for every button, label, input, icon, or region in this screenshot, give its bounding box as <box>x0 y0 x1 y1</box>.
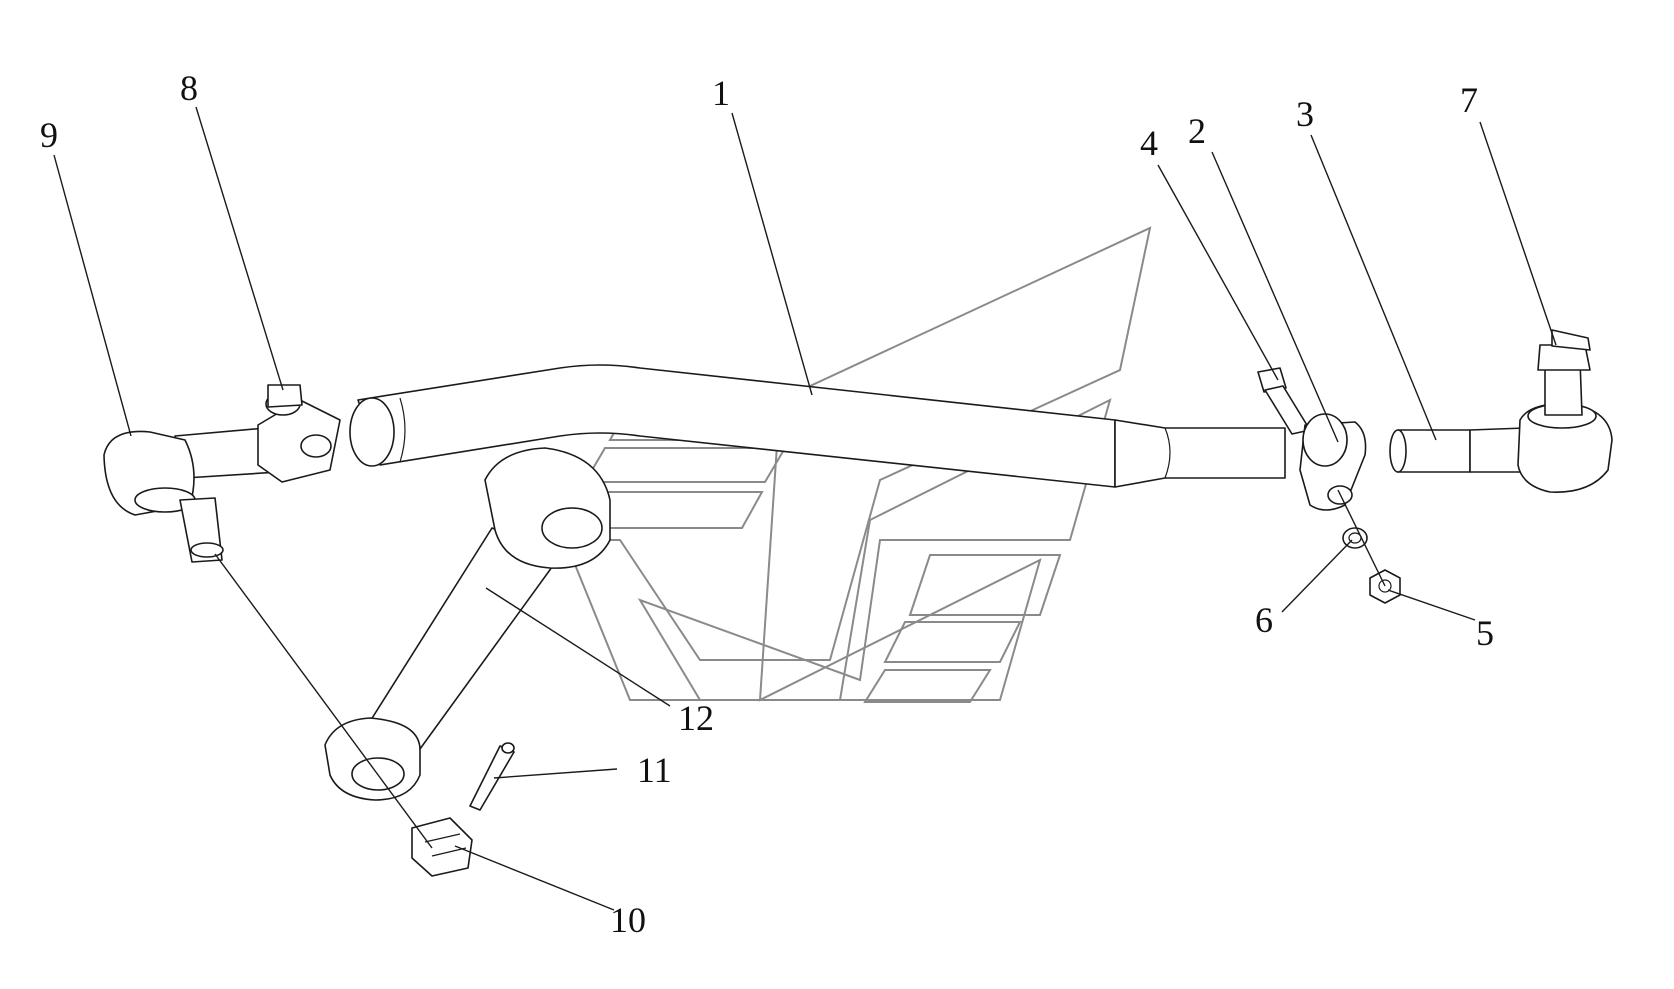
leader-10 <box>454 845 615 911</box>
callout-10: 10 <box>610 900 646 940</box>
leader-lines <box>53 106 1557 911</box>
logo-watermark <box>558 226 1152 703</box>
callout-2: 2 <box>1188 111 1206 151</box>
callout-12: 12 <box>678 698 714 738</box>
leader-11 <box>493 768 618 779</box>
leader-6 <box>1281 539 1353 613</box>
leader-8 <box>195 106 284 391</box>
tie-rod-tube <box>349 364 1286 488</box>
callouts: 1 2 3 4 5 6 7 8 9 10 11 12 <box>40 68 1494 940</box>
hex-nut <box>1369 569 1401 604</box>
callout-5: 5 <box>1476 613 1494 653</box>
callout-3: 3 <box>1296 94 1314 134</box>
leader-2 <box>1211 151 1339 443</box>
leader-axis <box>214 553 433 849</box>
callout-6: 6 <box>1255 600 1273 640</box>
leader-4 <box>1157 164 1279 381</box>
left-clamp <box>257 384 341 483</box>
callout-9: 9 <box>40 115 58 155</box>
leader-3 <box>1310 134 1437 441</box>
cotter-pin <box>469 742 515 811</box>
right-ball-joint <box>1469 329 1613 493</box>
leader-7 <box>1479 121 1557 346</box>
leader-12a <box>485 587 671 707</box>
callout-8: 8 <box>180 68 198 108</box>
left-ball-joint <box>103 424 311 563</box>
leader-9 <box>53 154 132 437</box>
steering-arm <box>324 447 611 801</box>
adjusting-sleeve <box>1389 429 1471 473</box>
leader-axis-right <box>1337 489 1386 587</box>
clamp-bolt <box>1257 367 1311 435</box>
callout-11: 11 <box>637 750 672 790</box>
leader-1 <box>731 112 813 396</box>
callout-4: 4 <box>1140 123 1158 163</box>
callout-7: 7 <box>1460 80 1478 120</box>
castle-nut <box>411 817 473 877</box>
callout-1: 1 <box>712 73 730 113</box>
leader-5 <box>1387 589 1476 621</box>
